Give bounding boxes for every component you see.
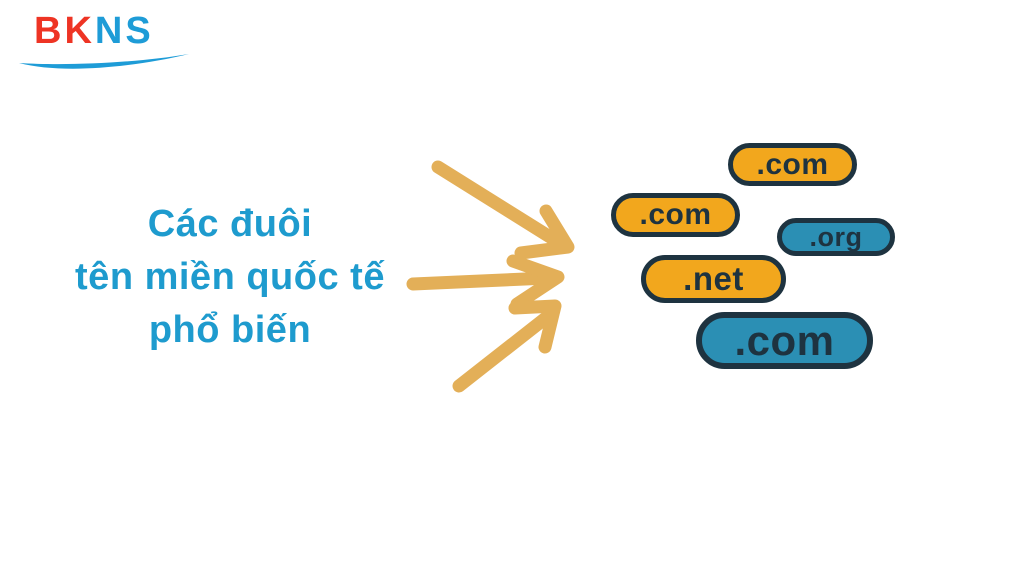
heading-line-2: tên miền quốc tế <box>75 256 385 298</box>
arrow-middle-head <box>506 254 565 311</box>
domain-pill-label: .net <box>683 260 744 297</box>
domain-pill-label: .com <box>734 316 835 364</box>
domain-pill-label: .org <box>809 221 863 252</box>
arrow-top-head <box>514 204 575 260</box>
bkns-logo: BKNS <box>19 12 214 69</box>
heading-line-3: phổ biến <box>148 309 312 351</box>
logo-underline-swoosh-icon <box>19 54 189 69</box>
page-title: Các đuôi tên miền quốc tế phổ biến <box>30 198 430 357</box>
arrow-middle-shaft <box>406 271 555 291</box>
logo-text-ns: NS <box>94 10 154 52</box>
domain-pill-com-left: .com <box>611 193 740 237</box>
converging-arrows-icon <box>406 160 575 393</box>
logo-text: BKNS <box>34 12 214 50</box>
heading-line-1: Các đuôi <box>147 203 313 245</box>
arrow-bottom-head <box>508 299 562 354</box>
arrow-bottom-shaft <box>452 310 554 393</box>
arrow-top-shaft <box>431 160 565 249</box>
domain-pill-com-top: .com <box>728 143 857 186</box>
domain-pill-com-large: .com <box>696 312 873 369</box>
domain-pill-label: .com <box>756 147 829 181</box>
domain-pill-label: .com <box>639 198 712 231</box>
domain-pill-net: .net <box>641 255 786 303</box>
domain-pill-org: .org <box>777 218 895 256</box>
logo-text-bk: BK <box>34 10 95 52</box>
